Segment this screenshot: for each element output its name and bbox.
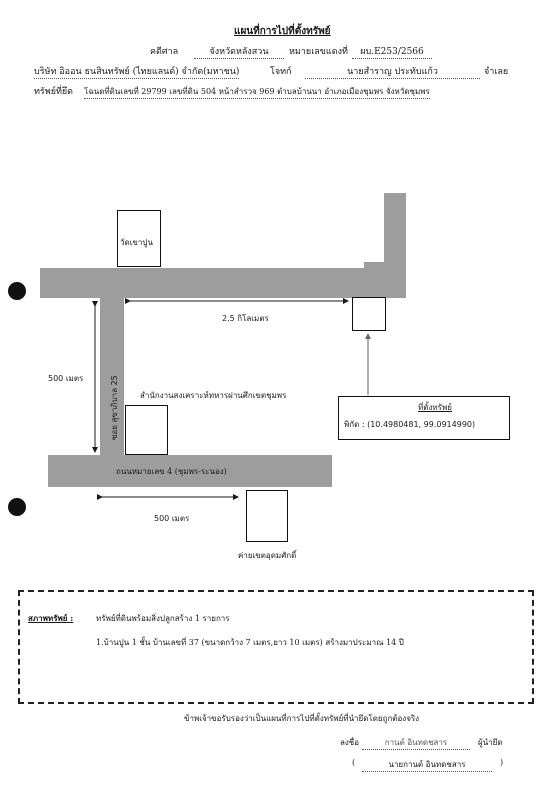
document-title: แผนที่การไปที่ตั้งทรัพย์ (234, 26, 331, 37)
property-description: โฉนดที่ดินเลขที่ 29799 เลขที่ดิน 504 หน้… (84, 85, 430, 99)
condition-frame (18, 590, 534, 704)
case-number: ผบ.E253/2566 (352, 44, 432, 59)
camp-label: ค่ายเขตอุดมศักดิ์ (238, 551, 297, 560)
plaintiff-role: โจทก์ (270, 67, 292, 77)
main-road-4 (48, 455, 332, 487)
distance-left-label: 500 เมตร (48, 374, 84, 383)
case-label: คดีศาล (150, 47, 179, 57)
soi-sukhaphiban-25 (100, 296, 124, 462)
punch-hole (8, 498, 26, 516)
temple-box (117, 210, 161, 267)
office-label: สำนักงานสงเคราะห์ทหารผ่านศึกเขตชุมพร (140, 391, 287, 400)
road-right-vertical (384, 193, 406, 278)
distance-bottom-label: 500 เมตร (154, 514, 190, 523)
plaintiff-name: บริษัท อิออน ธนสินทรัพย์ (ไทยแลนด์) จำกั… (34, 64, 240, 79)
property-info-box (338, 396, 510, 440)
condition-item: 1.บ้านปูน 1 ชั้น บ้านเลขที่ 37 (ขนาดกว้า… (96, 638, 404, 647)
signer-name: นายกานต์ อินทดชสาร (362, 758, 492, 772)
condition-label: สภาพทรัพย์ : (28, 613, 74, 623)
name-close-paren: ) (500, 758, 504, 767)
signer-role: ผู้นำยึด (478, 738, 503, 747)
certify-text: ข้าพเจ้าขอรับรองว่าเป็นแผนที่การไปที่ตั้… (184, 714, 420, 723)
distance-top-label: 2.5 กิโลเมตร (222, 314, 269, 323)
punch-hole (8, 282, 26, 300)
defendant-name: นายสำราญ ประทับแก้ว (305, 64, 480, 79)
name-open-paren: ( (352, 758, 356, 767)
property-title: ที่ตั้งทรัพย์ (418, 403, 452, 412)
office-box (125, 405, 168, 455)
property-location-box (352, 297, 386, 331)
main-road-label: ถนนหมายเลข 4 (ชุมพร-ระนอง) (116, 467, 227, 476)
sign-label: ลงชื่อ (340, 738, 360, 747)
condition-summary: ทรัพย์ที่ดินพร้อมสิ่งปลูกสร้าง 1 รายการ (96, 614, 230, 623)
property-coords: พิกัด : (10.4980481, 99.0914990) (344, 420, 476, 429)
camp-box (246, 490, 288, 542)
property-label: ทรัพย์ที่ยึด (34, 87, 74, 97)
case-number-label: หมายเลขแดงที่ (289, 47, 348, 57)
signature: กานต์ อินทดชสาร (362, 736, 470, 750)
road-top (40, 268, 406, 298)
defendant-role: จำเลย (484, 67, 509, 77)
temple-label: วัดเขาปูน (120, 238, 153, 247)
court-name: จังหวัดหลังสวน (194, 44, 284, 59)
